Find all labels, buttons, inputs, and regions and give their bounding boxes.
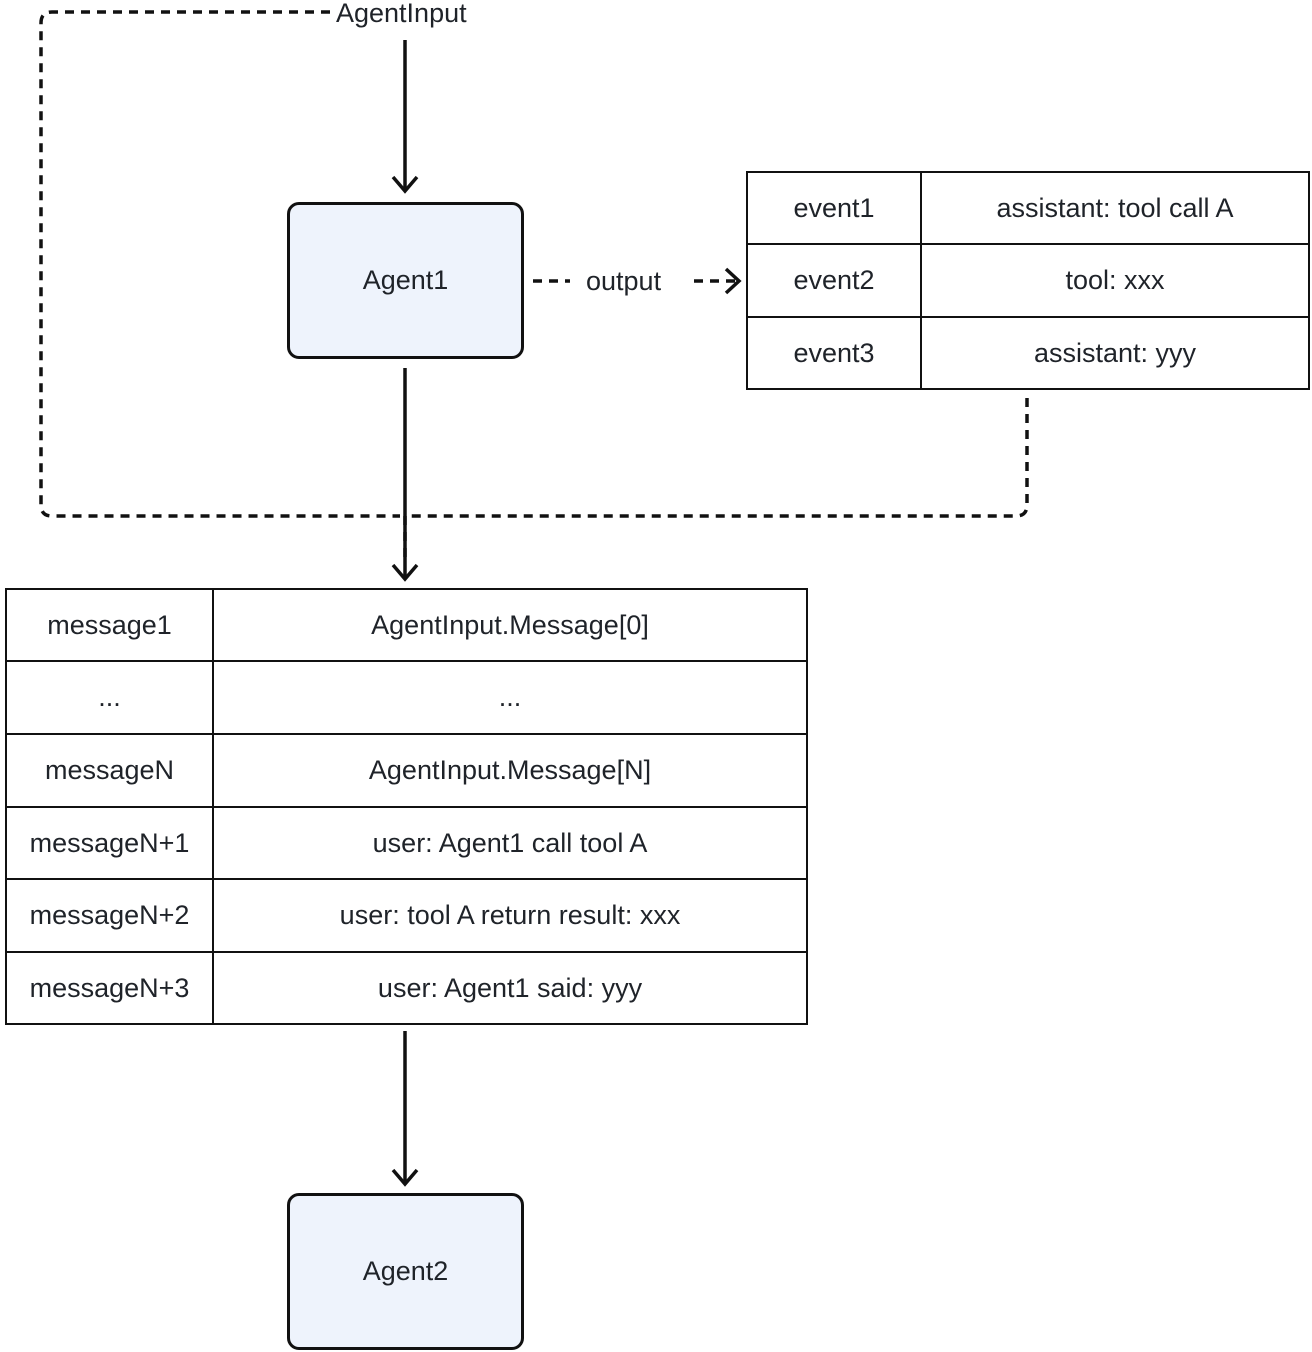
table-row: messageN+1 user: Agent1 call tool A [5,806,808,880]
input-arrowhead [391,175,419,194]
events-context-dashed-line [410,398,1029,518]
table-row: messageN AgentInput.Message[N] [5,733,808,808]
messages-down-arrowhead [391,1168,419,1187]
table-row: messageN+2 user: tool A return result: x… [5,878,808,953]
message-content: ... [212,660,808,735]
message-id: ... [5,660,214,735]
agent1-label: Agent1 [362,265,449,295]
agent1-down-arrowhead [391,563,419,582]
message-id: messageN+2 [5,878,214,953]
message-content: user: Agent1 call tool A [212,806,808,880]
message-id: message1 [5,588,214,662]
event-id: event3 [746,316,922,390]
message-content: AgentInput.Message[0] [212,588,808,662]
input-context-dashed-line [39,10,400,518]
event-id: event2 [746,243,922,318]
table-row: messageN+3 user: Agent1 said: yyy [5,951,808,1025]
message-id: messageN+1 [5,806,214,880]
message-id: messageN+3 [5,951,214,1025]
output-arrowhead [724,267,742,295]
event-content: assistant: tool call A [920,171,1310,245]
agent1-node: Agent1 [287,202,524,359]
message-content: user: tool A return result: xxx [212,878,808,953]
event-id: event1 [746,171,922,245]
agent2-label: Agent2 [362,1256,449,1286]
table-row: message1 AgentInput.Message[0] [5,588,808,662]
events-table: event1 assistant: tool call A event2 too… [746,171,1310,390]
event-content: tool: xxx [920,243,1310,318]
table-row: ... ... [5,660,808,735]
message-id: messageN [5,733,214,808]
agent-input-label: AgentInput [332,0,471,27]
table-row: event2 tool: xxx [746,243,1310,318]
messages-table: message1 AgentInput.Message[0] ... ... m… [5,588,808,1025]
table-row: event3 assistant: yyy [746,316,1310,390]
agent2-node: Agent2 [287,1193,524,1350]
message-content: user: Agent1 said: yyy [212,951,808,1025]
table-row: event1 assistant: tool call A [746,171,1310,245]
message-content: AgentInput.Message[N] [212,733,808,808]
output-label: output [582,268,666,295]
event-content: assistant: yyy [920,316,1310,390]
